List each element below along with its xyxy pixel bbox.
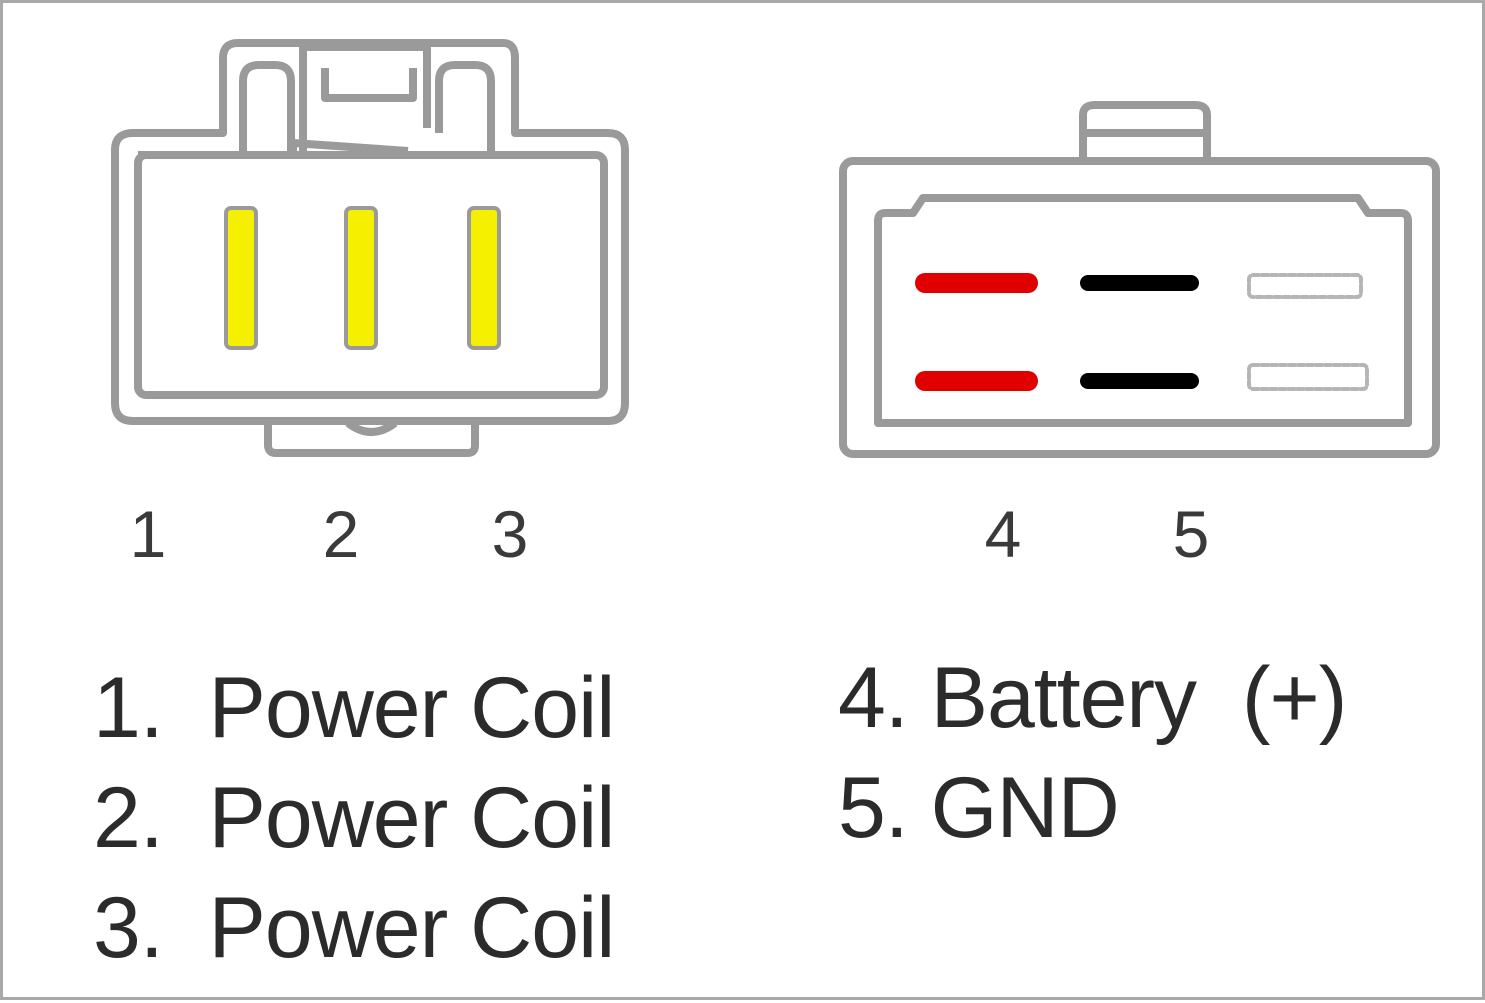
connector-b-housing: [839, 101, 1440, 458]
legend-entry-5: 5. GND: [838, 760, 1120, 856]
connector-b-outer-shell: [839, 157, 1440, 458]
pin-number-5: 5: [1172, 497, 1210, 571]
pin-1-terminal: [224, 206, 258, 350]
connector-b-inner-cavity: [874, 194, 1412, 427]
connector-a-outer-shell: [111, 39, 629, 425]
legend-entry-4: 4. Battery (+): [838, 650, 1347, 746]
unused-terminal-top: [1247, 273, 1363, 299]
connector-a-inner-wall: [138, 61, 409, 159]
pin-number-2: 2: [322, 497, 360, 571]
connector-drawing: [111, 39, 1440, 458]
connector-a-bottom-tab: [264, 419, 479, 457]
connector-a-housing: [111, 39, 629, 457]
legend-entry-2: 2. Power Coil: [93, 770, 615, 866]
pin-number-3: 3: [491, 497, 529, 571]
connector-a-pins: [224, 206, 501, 350]
connector-a-inner-wall-right: [435, 61, 495, 155]
unused-terminal-bottom: [1247, 363, 1369, 391]
pin-number-1: 1: [129, 497, 167, 571]
connector-b-pins: [915, 273, 1369, 391]
pin-number-4: 4: [984, 497, 1022, 571]
connector-b-top-tab: [1079, 101, 1211, 161]
connector-a-latch: [299, 43, 431, 153]
legend-entry-1: 1. Power Coil: [93, 660, 615, 756]
connector-a-inner-cavity: [134, 151, 608, 399]
pin-2-terminal: [344, 206, 378, 350]
legend-entry-3: 3. Power Coil: [93, 880, 615, 976]
pin-3-terminal: [467, 206, 501, 350]
